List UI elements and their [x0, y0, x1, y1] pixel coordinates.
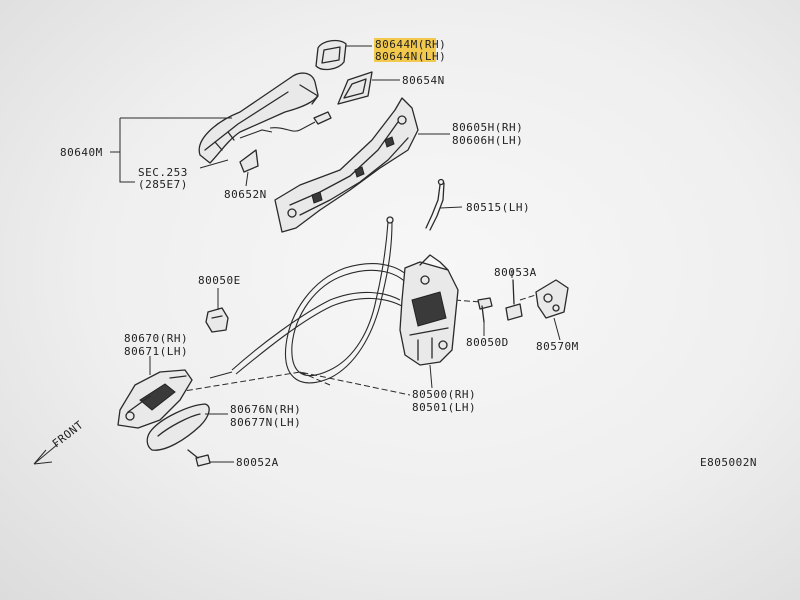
- label-80640M: 80640M: [60, 146, 103, 159]
- label-80501: 80501(LH): [412, 401, 476, 414]
- label-front: FRONT: [50, 418, 86, 450]
- label-80605H: 80605H(RH): [452, 121, 523, 134]
- lock-rod: [425, 178, 445, 231]
- label-sec-253: SEC.253: [138, 166, 188, 179]
- door-striker: [535, 279, 569, 319]
- label-80644M: 80644M(RH): [375, 38, 446, 51]
- highlight-80644N: [374, 50, 436, 62]
- handle-frame-bracket: [274, 97, 419, 233]
- cable-clip: [205, 307, 229, 333]
- label-80676N: 80676N(RH): [230, 403, 301, 416]
- screw: [477, 297, 493, 323]
- label-80670: 80670(RH): [124, 332, 188, 345]
- inside-handle-escutcheon: [146, 403, 210, 451]
- label-80052A: 80052A: [236, 456, 279, 469]
- door-key-rod: [239, 111, 332, 139]
- label-285e7: (285E7): [138, 178, 188, 191]
- lock-cables: [209, 216, 415, 384]
- label-80053A: 80053A: [494, 266, 537, 279]
- label-80654N: 80654N: [402, 74, 445, 87]
- label-80652N: 80652N: [224, 188, 267, 201]
- outside-handle-grip: [198, 72, 319, 164]
- striker-pin: [505, 279, 523, 321]
- label-80644N: 80644N(LH): [375, 50, 446, 63]
- highlight-80644M: [374, 38, 436, 50]
- label-80671: 80671(LH): [124, 345, 188, 358]
- label-80606H: 80606H(LH): [452, 134, 523, 147]
- handle-gasket: [337, 71, 373, 105]
- label-80677N: 80677N(LH): [230, 416, 301, 429]
- door-lock-actuator: [399, 254, 459, 366]
- label-80515: 80515(LH): [466, 201, 530, 214]
- leader-lines: [110, 45, 561, 463]
- handle-escutcheon-cap: [315, 39, 347, 71]
- inside-handle: [117, 369, 193, 429]
- label-80050E: 80050E: [198, 274, 241, 287]
- small-gasket: [239, 149, 259, 173]
- label-80570M: 80570M: [536, 340, 579, 353]
- diagram-reference-code: E805002N: [700, 456, 757, 469]
- front-arrow: [33, 443, 59, 465]
- bolt: [187, 449, 211, 467]
- label-80500: 80500(RH): [412, 388, 476, 401]
- label-80050D: 80050D: [466, 336, 509, 349]
